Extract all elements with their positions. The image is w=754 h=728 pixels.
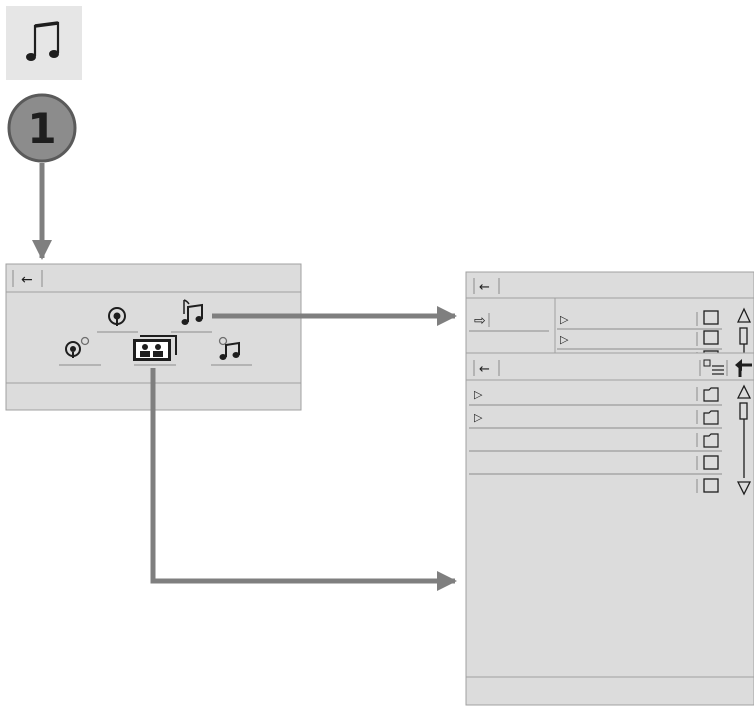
main-screen: ← <box>5 263 302 411</box>
return-icon[interactable] <box>735 359 752 377</box>
list-item[interactable] <box>696 478 719 493</box>
folder-icon <box>703 433 719 448</box>
step-number: 1 <box>27 104 56 153</box>
music-settings-icon[interactable] <box>218 336 240 361</box>
music-note-icon <box>33 21 60 56</box>
list-item[interactable]: ▷ <box>557 310 722 330</box>
view-mode-icon[interactable] <box>699 359 728 376</box>
svg-text:▷: ▷ <box>474 411 483 424</box>
svg-text:▷: ▷ <box>474 388 483 401</box>
list-item[interactable]: ▷ <box>469 410 722 429</box>
scrollbar[interactable] <box>736 384 752 496</box>
scroll-down-icon <box>736 481 752 496</box>
list-item[interactable]: ▷ <box>469 387 722 406</box>
music-source-key[interactable] <box>6 6 82 80</box>
scroll-up-icon <box>736 307 752 323</box>
checkbox-icon <box>703 310 719 325</box>
step-badge: 1 <box>7 93 77 163</box>
photo-gallery-icon[interactable] <box>133 335 177 361</box>
list-item[interactable] <box>469 433 722 452</box>
checkbox-icon <box>703 330 719 345</box>
svg-text:▷: ▷ <box>560 313 569 326</box>
back-arrow-icon[interactable]: ← <box>21 272 33 288</box>
flow-arrow-to-folder-browser <box>150 368 457 591</box>
input-source-icon[interactable]: ⇨ <box>474 313 486 329</box>
back-arrow-icon[interactable]: ← <box>479 280 490 295</box>
checkbox-icon <box>703 478 719 493</box>
scroll-up-icon <box>736 384 752 399</box>
folder-browser-screen-real-drawn: ← ▷ ▷ <box>465 352 754 706</box>
folder-icon <box>703 387 719 402</box>
list-item[interactable] <box>469 455 722 475</box>
radio-settings-icon[interactable] <box>65 336 90 359</box>
folder-icon <box>703 410 719 425</box>
checkbox-icon <box>703 455 719 470</box>
music-icon[interactable] <box>181 299 203 325</box>
svg-text:▷: ▷ <box>560 333 569 346</box>
list-item[interactable]: ▷ <box>557 330 722 350</box>
radio-icon[interactable] <box>108 307 126 326</box>
back-arrow-icon[interactable]: ← <box>479 362 490 377</box>
